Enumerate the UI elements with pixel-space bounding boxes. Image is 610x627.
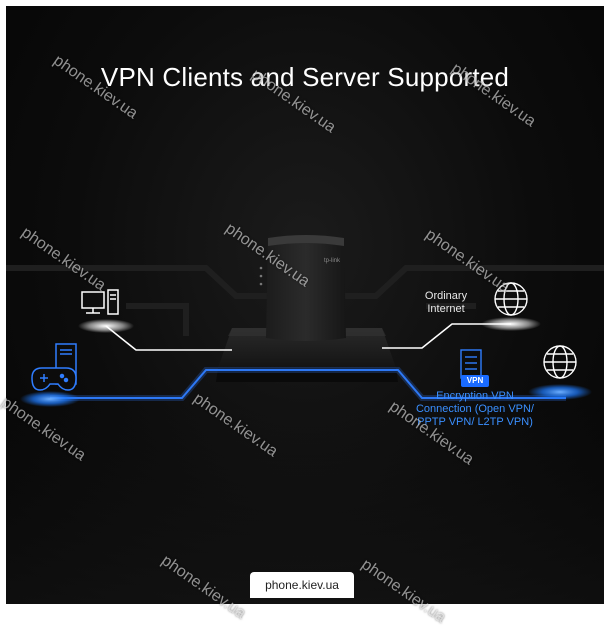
- ordinary-internet-label: Ordinary Internet: [424, 290, 468, 315]
- router-device: tp-link: [259, 235, 346, 341]
- router-brand-logo: tp-link: [324, 258, 341, 264]
- pc-glow-pad: [78, 319, 134, 333]
- network-diagram: tp-link: [6, 235, 604, 604]
- promo-stage: tp-link: [6, 6, 604, 604]
- vpn-badge: VPN: [461, 375, 489, 387]
- game-console-icon: [31, 343, 77, 391]
- vpn-globe-icon: [543, 345, 577, 379]
- desktop-computer-icon: [81, 289, 119, 315]
- console-glow-pad: [20, 391, 80, 407]
- vpn-connection-lines: [50, 367, 566, 401]
- footer-site-label: phone.kiev.ua: [250, 572, 354, 598]
- server-icon: [460, 349, 482, 379]
- vpn-globe-glow-pad: [528, 384, 592, 400]
- internet-glow-pad: [481, 317, 541, 331]
- globe-icon: [494, 282, 528, 316]
- vpn-description-label: Encryption VPN Connection (Open VPN/ PPT…: [415, 390, 534, 428]
- page-title: VPN Clients and Server Supported: [100, 62, 510, 92]
